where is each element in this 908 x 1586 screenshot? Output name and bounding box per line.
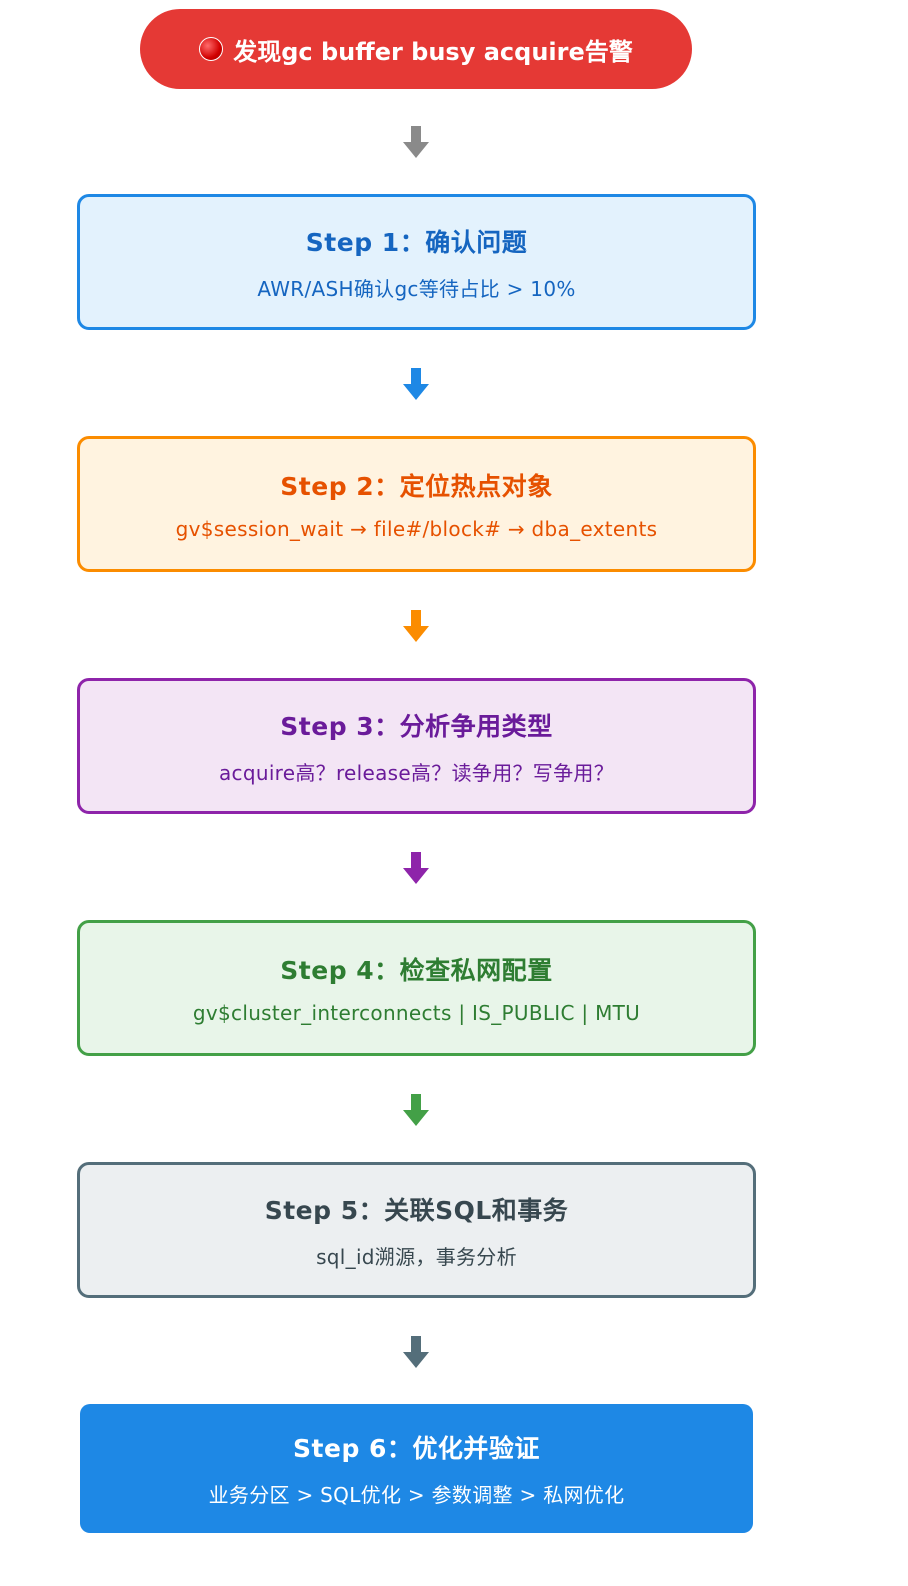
- step-1-desc: AWR/ASH确认gc等待占比 > 10%: [257, 276, 576, 301]
- step-4-desc: gv$cluster_interconnects | IS_PUBLIC | M…: [192, 1001, 641, 1025]
- arrow-down-icon: [403, 1336, 429, 1368]
- arrow-down-icon: [403, 368, 429, 400]
- step-5-desc: sql_id溯源，事务分析: [316, 1244, 517, 1269]
- arrow-down-icon: [403, 610, 429, 642]
- step-3-desc: acquire高？release高？读争用？写争用？: [219, 760, 614, 785]
- arrow-down-icon: [403, 1094, 429, 1126]
- step-2-desc: gv$session_wait → file#/block# → dba_ext…: [175, 517, 658, 541]
- step-2-box: Step 2：定位热点对象 gv$session_wait → file#/bl…: [77, 436, 756, 572]
- alert-label: 发现gc buffer busy acquire告警: [233, 37, 633, 66]
- step-1-title: Step 1：确认问题: [305, 227, 528, 257]
- step-5-title: Step 5：关联SQL和事务: [264, 1195, 569, 1225]
- step-6-title: Step 6：优化并验证: [293, 1434, 540, 1463]
- step-6-box: Step 6：优化并验证 业务分区 > SQL优化 > 参数调整 > 私网优化: [80, 1404, 753, 1533]
- step-5-box: Step 5：关联SQL和事务 sql_id溯源，事务分析: [77, 1162, 756, 1298]
- step-2-title: Step 2：定位热点对象: [280, 472, 553, 501]
- step-3-title: Step 3：分析争用类型: [280, 711, 553, 741]
- alert-banner: 发现gc buffer busy acquire告警: [140, 9, 692, 89]
- step-3-box: Step 3：分析争用类型 acquire高？release高？读争用？写争用？: [77, 678, 756, 814]
- step-4-title: Step 4：检查私网配置: [280, 956, 553, 985]
- arrow-down-icon: [403, 126, 429, 158]
- step-6-desc: 业务分区 > SQL优化 > 参数调整 > 私网优化: [208, 1483, 625, 1507]
- step-1-box: Step 1：确认问题 AWR/ASH确认gc等待占比 > 10%: [77, 194, 756, 330]
- arrow-down-icon: [403, 852, 429, 884]
- red-circle-icon: [199, 37, 224, 61]
- step-4-box: Step 4：检查私网配置 gv$cluster_interconnects |…: [77, 920, 756, 1056]
